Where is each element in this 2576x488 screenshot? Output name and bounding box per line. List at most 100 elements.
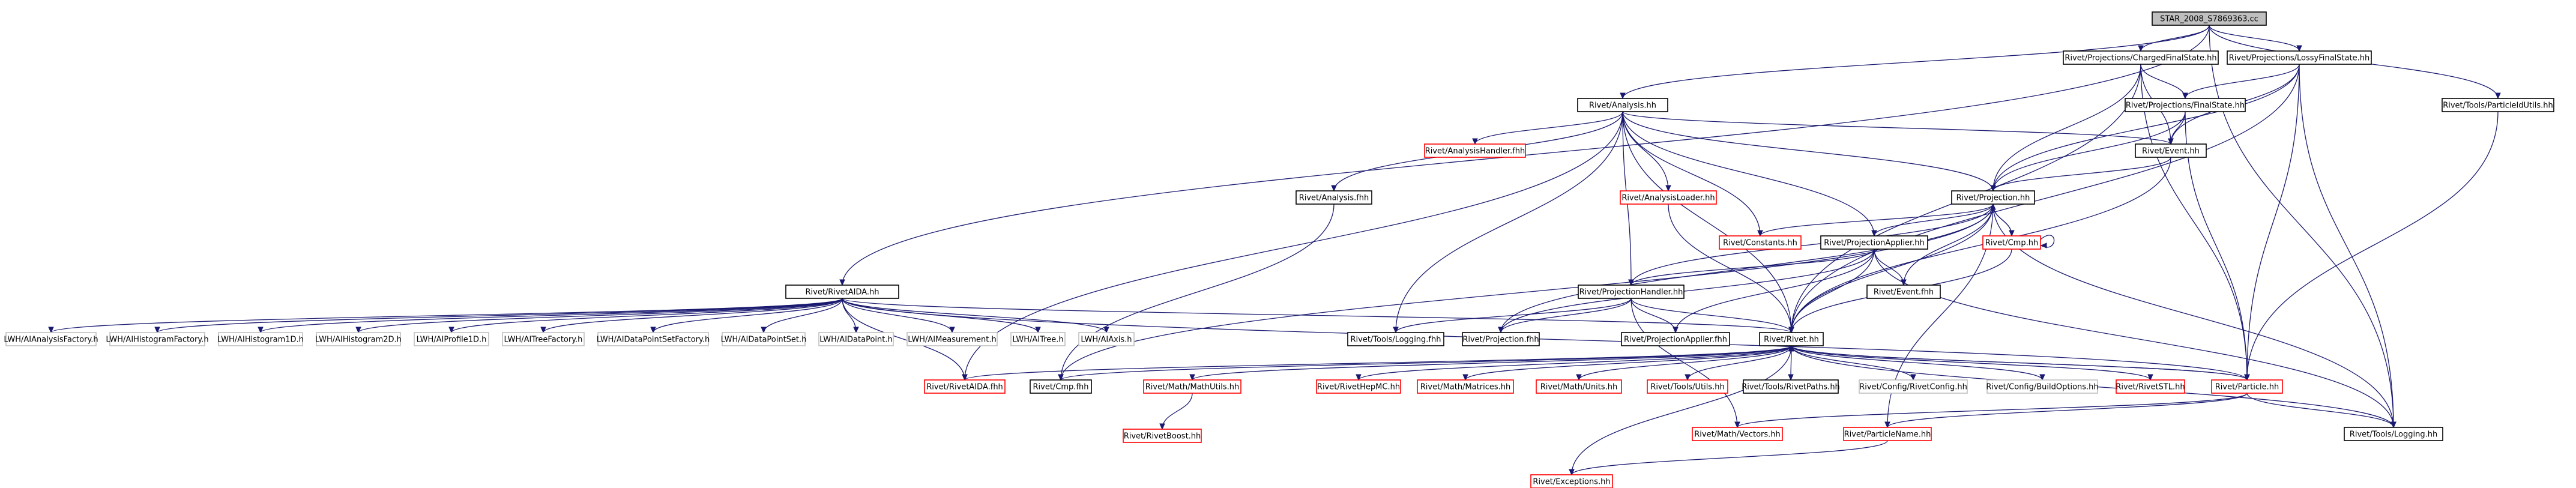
node-particle[interactable]: Rivet/Particle.hh bbox=[2211, 379, 2283, 394]
node-matrices[interactable]: Rivet/Math/Matrices.hh bbox=[1417, 379, 1514, 394]
node-box-ext3 bbox=[218, 332, 303, 346]
node-boost[interactable]: Rivet/RivetBoost.hh bbox=[1123, 429, 1202, 443]
edge-rivet-to-hepmc bbox=[1356, 345, 1792, 381]
edge-rivet-to-stl bbox=[1791, 345, 2153, 381]
edge-analysis-to-constants bbox=[1622, 111, 1763, 237]
node-box-ext6 bbox=[502, 332, 585, 346]
node-box-ext8 bbox=[722, 332, 806, 346]
edges-layer bbox=[48, 25, 2501, 476]
node-fs[interactable]: Rivet/Projections/FinalState.hh bbox=[2125, 98, 2246, 112]
edge-aida-to-ext10 bbox=[842, 298, 955, 334]
node-ext5: LWH/AIProfile1D.h bbox=[414, 332, 489, 346]
node-proj[interactable]: Rivet/Projection.hh bbox=[1951, 190, 2035, 205]
node-ext2: LWH/AIHistogramFactory.h bbox=[106, 332, 209, 346]
node-logging[interactable]: Rivet/Tools/Logging.hh bbox=[2344, 427, 2443, 441]
edge-event-to-proj bbox=[1990, 157, 2171, 192]
node-box-hepmc bbox=[1316, 379, 1401, 394]
edge-aida-to-ext8 bbox=[761, 298, 843, 334]
node-pu[interactable]: Rivet/Tools/ParticleIdUtils.hh bbox=[2442, 98, 2554, 112]
node-aloader[interactable]: Rivet/AnalysisLoader.hh bbox=[1620, 190, 1717, 205]
edge-rivet-to-exceptions bbox=[1569, 345, 1792, 476]
edge-aida-to-ext12 bbox=[842, 298, 1109, 334]
node-box-pu bbox=[2442, 98, 2554, 112]
edge-cfs-to-proj bbox=[1990, 64, 2141, 192]
node-paths[interactable]: Rivet/Tools/RivetPaths.hh bbox=[1742, 379, 1840, 394]
node-mathutils[interactable]: Rivet/Math/MathUtils.hh bbox=[1143, 379, 1241, 394]
node-label-rivet: Rivet/Rivet.hh bbox=[1764, 336, 1819, 345]
edge-proj-to-constants bbox=[1757, 203, 1994, 237]
node-box-utils bbox=[1647, 379, 1728, 394]
node-label-afhh: Rivet/Analysis.fhh bbox=[1299, 194, 1369, 203]
node-label-matrices: Rivet/Math/Matrices.hh bbox=[1420, 383, 1510, 392]
node-box-aida bbox=[785, 285, 899, 299]
node-box-rivetconfig bbox=[1859, 379, 1968, 394]
node-exceptions[interactable]: Rivet/Exceptions.hh bbox=[1530, 474, 1613, 488]
edge-aida-to-ext2 bbox=[154, 298, 843, 334]
edge-analysis-to-papplier bbox=[1622, 111, 1877, 237]
edge-rivet-to-rivetconfig bbox=[1791, 345, 1916, 381]
node-label-ext11: LWH/AITree.h bbox=[1012, 336, 1063, 345]
node-phandler[interactable]: Rivet/ProjectionHandler.hh bbox=[1578, 285, 1685, 299]
node-afhh[interactable]: Rivet/Analysis.fhh bbox=[1296, 190, 1372, 205]
edge-pname-to-exceptions bbox=[1569, 440, 1888, 476]
node-label-ext3: LWH/AIHistogram1D.h bbox=[217, 336, 304, 345]
node-lfs[interactable]: Rivet/Projections/LossyFinalState.hh bbox=[2227, 50, 2372, 65]
edge-rivet-to-cmpfhh bbox=[1058, 345, 1792, 381]
node-units[interactable]: Rivet/Math/Units.hh bbox=[1536, 379, 1622, 394]
edge-aida-to-ext6 bbox=[540, 298, 843, 334]
node-box-aidafhh bbox=[924, 379, 1006, 394]
node-eventfhh[interactable]: Rivet/Event.fhh bbox=[1866, 285, 1941, 299]
node-cmpfhh[interactable]: Rivet/Cmp.fhh bbox=[1030, 379, 1092, 394]
node-analysis[interactable]: Rivet/Analysis.hh bbox=[1577, 98, 1668, 112]
edge-cmphh-to-cmphh bbox=[2040, 235, 2055, 249]
node-rivet[interactable]: Rivet/Rivet.hh bbox=[1759, 332, 1824, 346]
edge-mathutils-to-boost bbox=[1159, 393, 1193, 430]
node-hepmc[interactable]: Rivet/RivetHepMC.hh bbox=[1316, 379, 1401, 394]
edge-aida-to-ext4 bbox=[355, 298, 843, 334]
node-box-ext11 bbox=[1010, 332, 1066, 346]
node-label-exceptions: Rivet/Exceptions.hh bbox=[1533, 478, 1610, 487]
node-label-ext9: LWH/AIDataPoint.h bbox=[819, 336, 892, 345]
node-cmphh[interactable]: Rivet/Cmp.hh bbox=[1982, 235, 2041, 250]
edge-analysis-to-ahf bbox=[1472, 111, 1623, 145]
node-box-ahf bbox=[1424, 143, 1526, 158]
edge-aida-to-ext1 bbox=[48, 298, 843, 334]
node-box-event bbox=[2135, 143, 2207, 158]
node-toolslogfhh[interactable]: Rivet/Tools/Logging.fhh bbox=[1347, 332, 1444, 346]
node-label-ext7: LWH/AIDataPointSetFactory.h bbox=[597, 336, 710, 345]
node-aida[interactable]: Rivet/RivetAIDA.hh bbox=[785, 285, 899, 299]
node-utils[interactable]: Rivet/Tools/Utils.hh bbox=[1647, 379, 1728, 394]
node-ext3: LWH/AIHistogram1D.h bbox=[217, 332, 304, 346]
node-box-toolslogfhh bbox=[1347, 332, 1444, 346]
node-cfs[interactable]: Rivet/Projections/ChargedFinalState.hh bbox=[2063, 50, 2219, 65]
node-box-ext1 bbox=[5, 332, 97, 346]
node-label-event: Rivet/Event.hh bbox=[2142, 147, 2200, 156]
node-box-cmpfhh bbox=[1030, 379, 1092, 394]
edge-rivet-to-mathutils bbox=[1189, 345, 1792, 381]
node-box-paths bbox=[1743, 379, 1839, 394]
node-label-proj: Rivet/Projection.hh bbox=[1956, 194, 2030, 203]
edge-rivet-to-units bbox=[1576, 345, 1792, 381]
edge-analysis-to-event bbox=[1622, 111, 2174, 145]
node-papplier[interactable]: Rivet/ProjectionApplier.hh bbox=[1820, 235, 1928, 250]
edge-root-to-cfs bbox=[2138, 25, 2210, 52]
node-label-ext2: LWH/AIHistogramFactory.h bbox=[106, 336, 208, 345]
node-ext12: LWH/AIAxis.h bbox=[1078, 332, 1135, 346]
node-constants[interactable]: Rivet/Constants.hh bbox=[1719, 235, 1802, 250]
node-projfhh[interactable]: Rivet/Projection.fhh bbox=[1462, 332, 1540, 346]
node-ahf[interactable]: Rivet/AnalysisHandler.fhh bbox=[1424, 143, 1526, 158]
node-ext9: LWH/AIDataPoint.h bbox=[818, 332, 894, 346]
node-label-cmphh: Rivet/Cmp.hh bbox=[1985, 239, 2038, 248]
nodes-layer: STAR_2008_S7869363.ccRivet/RivetAIDA.hhR… bbox=[4, 11, 2554, 488]
node-pname[interactable]: Rivet/ParticleName.hh bbox=[1843, 427, 1932, 441]
node-box-logging bbox=[2344, 427, 2443, 441]
node-event[interactable]: Rivet/Event.hh bbox=[2135, 143, 2207, 158]
node-stl[interactable]: Rivet/RivetSTL.hh bbox=[2116, 379, 2185, 394]
node-box-cfs bbox=[2063, 50, 2219, 65]
node-aidafhh[interactable]: Rivet/RivetAIDA.fhh bbox=[924, 379, 1006, 394]
edge-pu-to-particle bbox=[2244, 111, 2499, 381]
node-pappfhh[interactable]: Rivet/ProjectionApplier.fhh bbox=[1621, 332, 1730, 346]
edge-particle-to-pname bbox=[1884, 393, 2248, 429]
node-vectors[interactable]: Rivet/Math/Vectors.hh bbox=[1692, 427, 1783, 441]
edge-aloader-to-rivet bbox=[1668, 203, 1794, 334]
